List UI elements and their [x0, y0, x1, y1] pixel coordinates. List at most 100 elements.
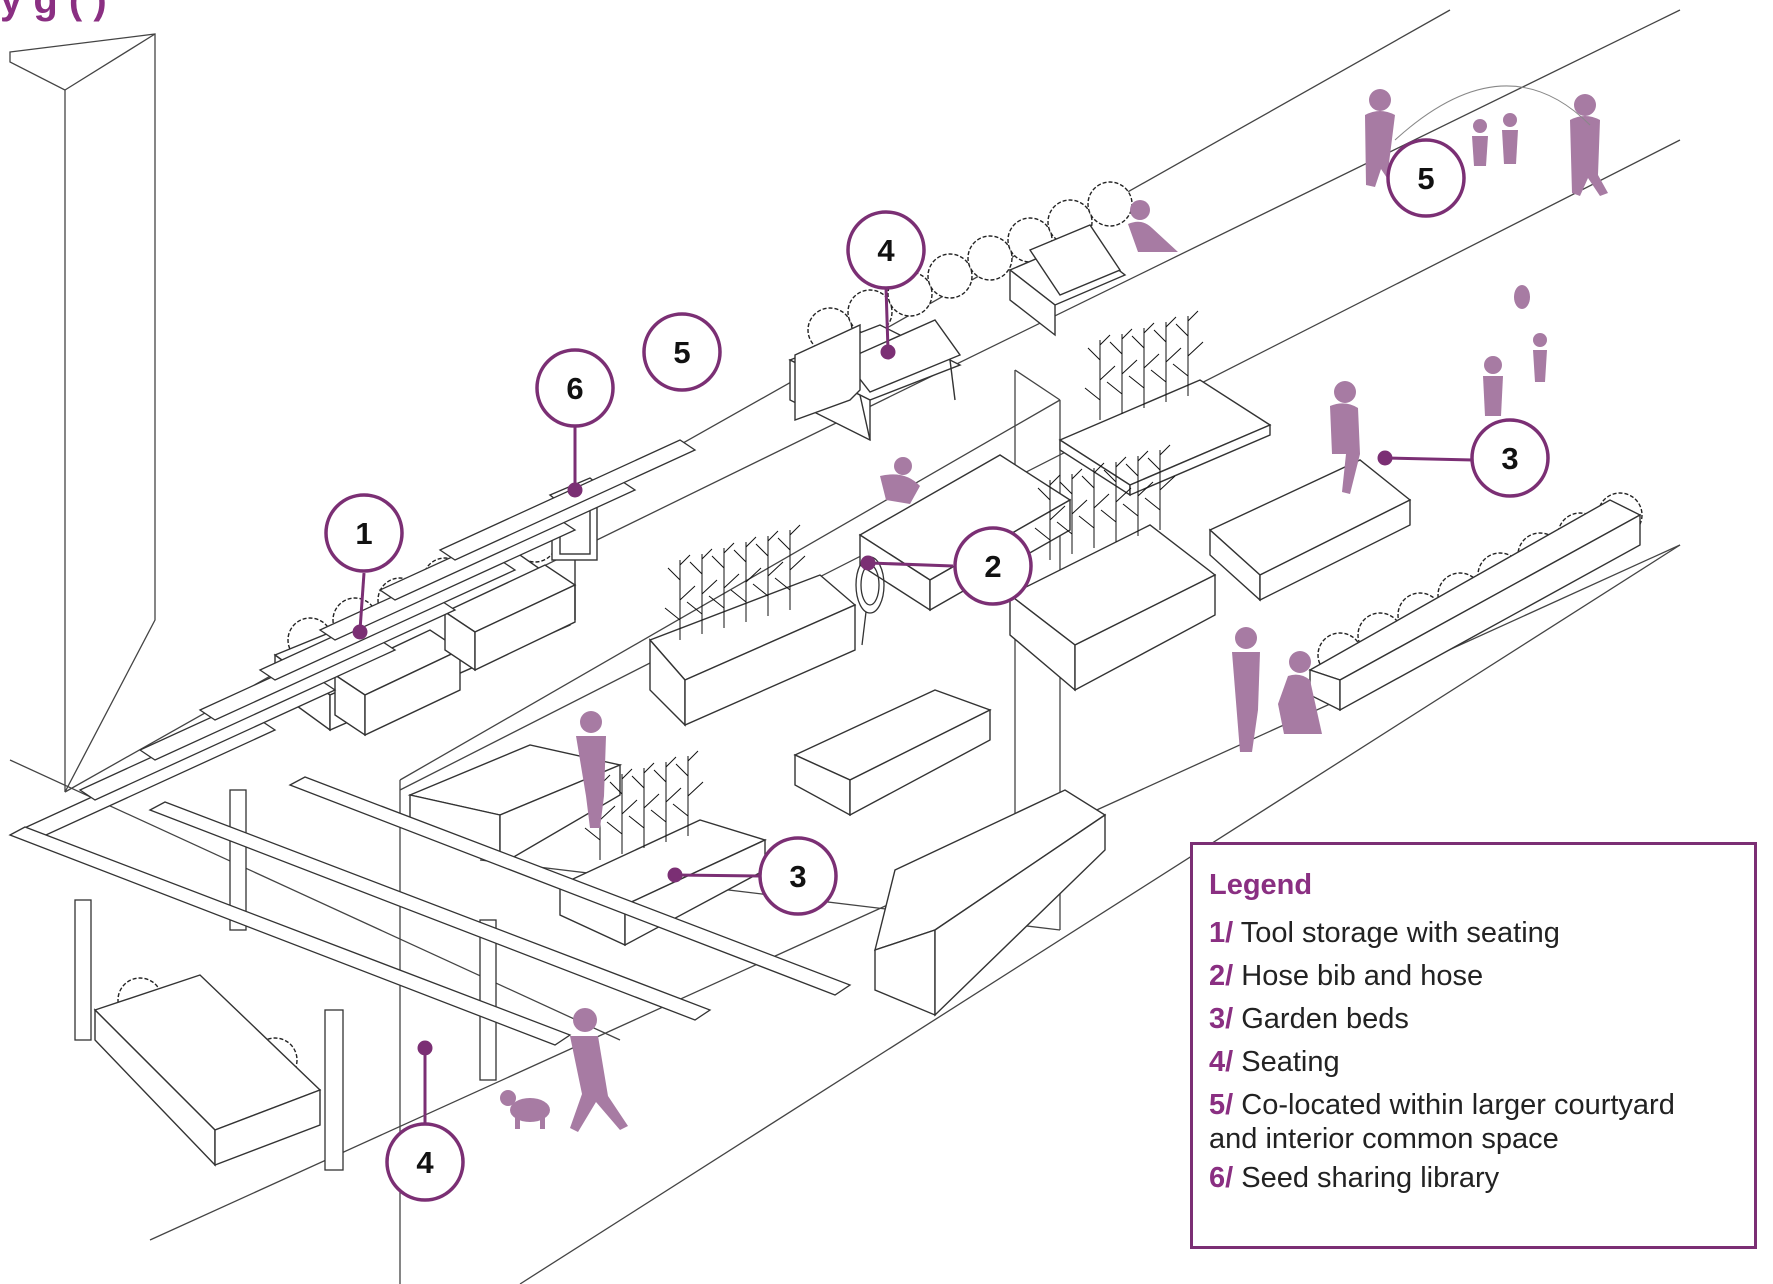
garden-bed: [1058, 379, 1272, 497]
legend-item-number: 4/: [1209, 1046, 1234, 1078]
jump-rope: [1394, 85, 1591, 141]
crop-plants: [584, 310, 1204, 860]
callout-number: 1: [355, 516, 372, 551]
page-title-fragment: y g ( ): [0, 0, 107, 22]
legend-item-number: 2/: [1209, 960, 1234, 992]
person-icon: [1533, 333, 1547, 382]
legend-item-number: 1/: [1209, 917, 1234, 949]
garden-bed: [648, 574, 857, 727]
person-icon: [1128, 200, 1178, 252]
garden-bed: [793, 689, 992, 817]
legend-item-text: Co-located within larger courtyard: [1241, 1089, 1675, 1121]
callout-number: 4: [877, 233, 895, 268]
shrub-icon: [1087, 181, 1133, 227]
legend-item-number: 3/: [1209, 1003, 1234, 1035]
planter-right: [1308, 499, 1642, 712]
legend-item-text-cont: and interior common space: [1209, 1123, 1559, 1155]
callout-number: 6: [566, 371, 583, 406]
callout-marker: 3: [758, 836, 838, 916]
person-icon: [1472, 119, 1488, 166]
legend-title: Legend: [1209, 869, 1313, 901]
dog-icon: [500, 1090, 550, 1129]
plant-icon: [1172, 310, 1204, 396]
garden-bed: [1208, 459, 1412, 602]
person-icon: [880, 457, 920, 504]
callout-marker: 5: [642, 312, 722, 392]
callout-number: 2: [984, 549, 1001, 584]
legend-item: 6/ Seed sharing library: [1209, 1157, 1754, 1200]
planter-pergola: [93, 974, 322, 1167]
plant-icon: [708, 542, 740, 628]
legend-item-number: 5/: [1209, 1089, 1234, 1121]
plant-icon: [1078, 462, 1110, 548]
plant-icon: [664, 554, 696, 640]
pergola-beam: [8, 826, 572, 1046]
plant-icon: [1150, 316, 1182, 402]
people-figures: [500, 89, 1608, 1132]
callout-marker: 1: [324, 493, 404, 573]
legend-item-number: 6/: [1209, 1162, 1234, 1194]
shrub-icon: [847, 289, 893, 335]
legend-item: 4/ Seating: [1209, 1041, 1754, 1084]
person-icon: [570, 1008, 628, 1132]
person-icon: [1570, 94, 1608, 196]
plant-icon: [1034, 474, 1066, 560]
pergola-beam: [288, 776, 852, 996]
plant-icon: [1100, 456, 1132, 542]
plant-icon: [1056, 468, 1088, 554]
callout-number: 3: [1501, 441, 1518, 476]
person-icon: [1330, 381, 1360, 494]
planter-lower: [874, 789, 1107, 1017]
callout-marker: 3: [1470, 418, 1550, 498]
shrub-icon: [927, 253, 973, 299]
legend-item-text: Tool storage with seating: [1240, 917, 1560, 949]
legend-item-text: Seed sharing library: [1241, 1162, 1500, 1194]
plant-icon: [1128, 322, 1160, 408]
building-wall: [9, 33, 156, 793]
person-icon: [1278, 651, 1322, 734]
person-icon: [1483, 356, 1503, 416]
legend-panel: Legend 1/ Tool storage with seating 2/ H…: [1190, 842, 1757, 1249]
plant-icon: [1144, 444, 1176, 530]
person-icon: [576, 711, 606, 828]
callout-marker: 4: [385, 1122, 465, 1202]
callout-number: 5: [673, 335, 690, 370]
balloon-icon: [1514, 285, 1530, 309]
legend-item-text: Garden beds: [1241, 1003, 1409, 1035]
plant-icon: [628, 762, 660, 848]
shrub-icon: [967, 235, 1013, 281]
person-icon: [1232, 627, 1260, 752]
plant-icon: [752, 530, 784, 616]
legend-item-text: Hose bib and hose: [1241, 960, 1484, 992]
plant-icon: [730, 536, 762, 622]
legend-item-text: Seating: [1241, 1046, 1340, 1078]
plant-icon: [1084, 334, 1116, 420]
tool-storage-bench: [333, 564, 577, 737]
plant-icon: [606, 768, 638, 854]
callout-number: 4: [416, 1145, 434, 1180]
plant-icon: [672, 750, 704, 836]
callout-marker: 2: [953, 526, 1033, 606]
plant-icon: [650, 756, 682, 842]
bench-upper-right: [1008, 224, 1127, 337]
plant-icon: [1122, 450, 1154, 536]
legend-item: 3/ Garden beds: [1209, 998, 1754, 1041]
legend-item: 1/ Tool storage with seating: [1209, 912, 1754, 955]
garden-bed: [1008, 524, 1217, 692]
person-icon: [1502, 113, 1518, 164]
callout-markers: 1 2 3 3 4 4 5 5 6: [324, 138, 1550, 1202]
plant-icon: [1106, 328, 1138, 414]
callout-number: 5: [1417, 161, 1434, 196]
callout-marker: 6: [535, 348, 615, 428]
pergola: [8, 439, 852, 1171]
callout-number: 3: [789, 859, 806, 894]
callout-marker: 5: [1386, 138, 1466, 218]
callout-marker: 4: [846, 210, 926, 290]
pergola-beam: [438, 439, 697, 561]
plant-icon: [774, 524, 806, 610]
pergola-beam: [148, 801, 712, 1021]
legend-item: 2/ Hose bib and hose: [1209, 955, 1754, 998]
plant-icon: [686, 548, 718, 634]
